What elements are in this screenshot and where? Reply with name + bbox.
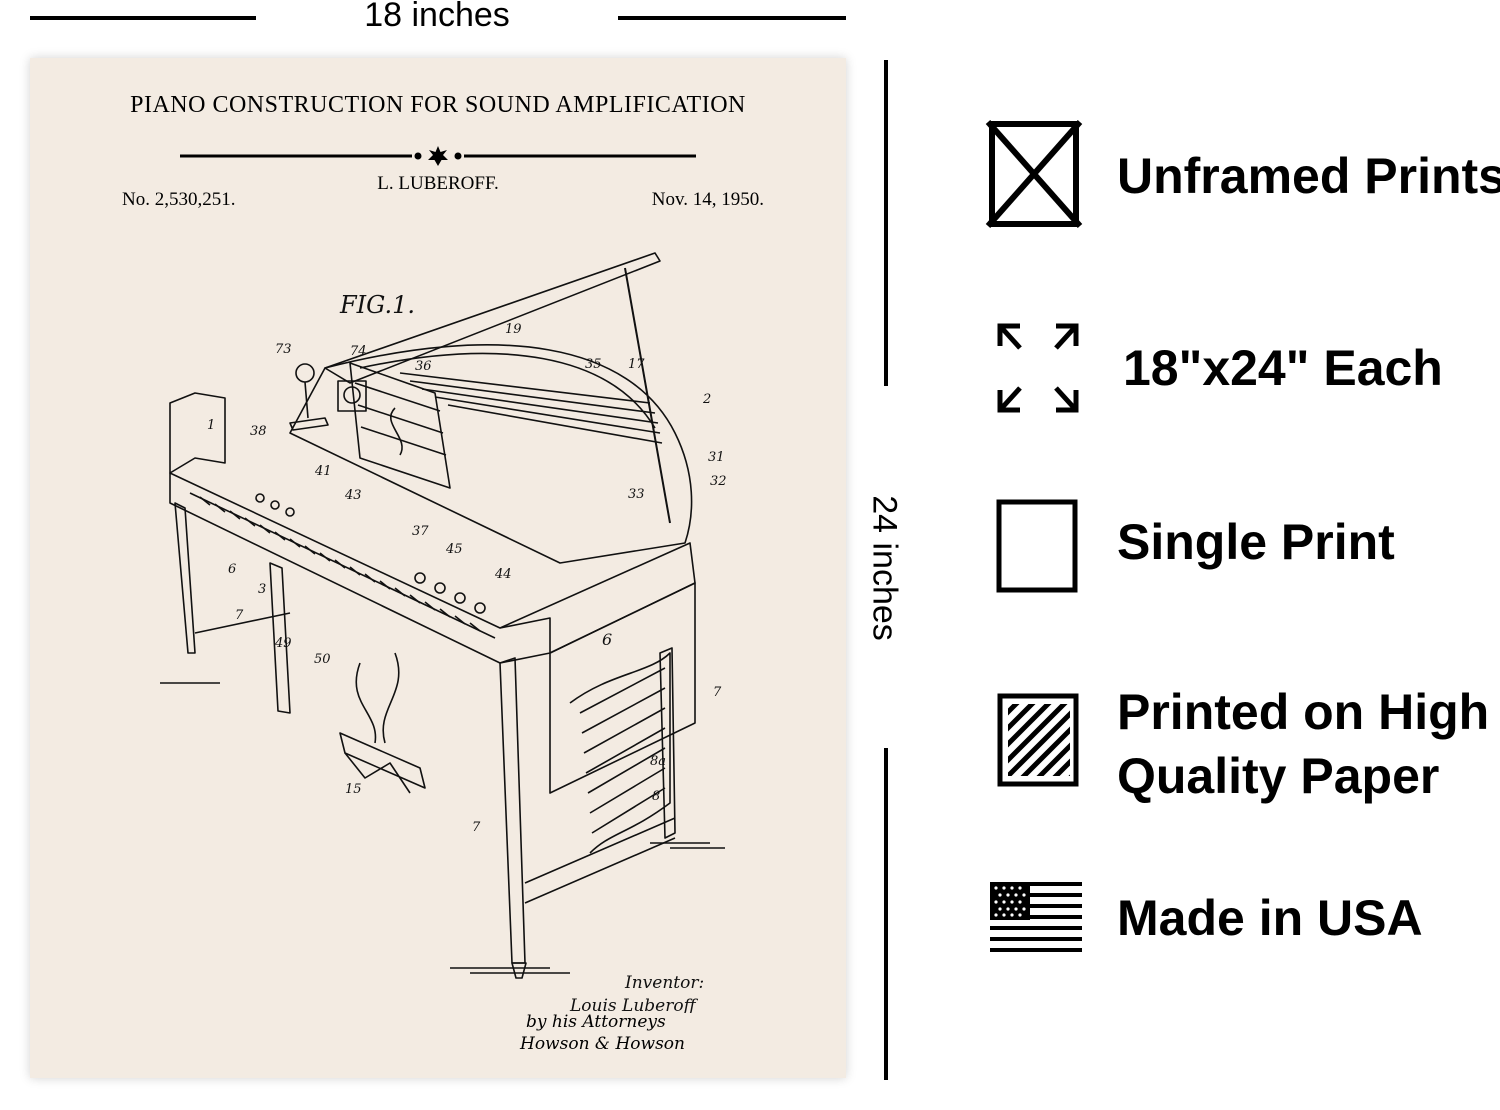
part-number: 7: [235, 608, 244, 623]
part-number: 41: [314, 464, 332, 479]
part-number: 44: [494, 567, 512, 582]
part-number: 3: [258, 582, 266, 597]
piano-patent-drawing: FIG.1. 73 74 36 19 35 17 2 1 38 41 43 37…: [160, 252, 727, 1013]
feature-paper-quality: Printed on High Quality Paper: [980, 680, 1500, 804]
part-number: 19: [505, 322, 522, 337]
part-number: 36: [415, 359, 432, 374]
single-print-icon: [996, 499, 1078, 593]
part-number: 38: [250, 424, 267, 439]
part-number: 8: [652, 789, 660, 804]
part-number: 43: [344, 488, 362, 503]
inventor-name: L. LUBEROFF.: [377, 173, 499, 194]
part-number: 74: [350, 344, 367, 359]
part-number: 45: [445, 542, 463, 557]
part-number: 7: [472, 820, 481, 835]
feature-label: Made in USA: [1117, 890, 1423, 946]
height-line-bottom: [884, 748, 888, 1080]
patent-number: No. 2,530,251.: [122, 189, 236, 210]
part-number: 35: [585, 357, 602, 372]
part-number: 6: [602, 630, 612, 649]
us-flag-icon: [990, 882, 1082, 952]
inventor-signature: Inventor: Louis Luberoff: [569, 973, 704, 1013]
part-number: 73: [275, 342, 292, 357]
poster-title: PIANO CONSTRUCTION FOR SOUND AMPLIFICATI…: [130, 92, 746, 118]
height-line-top: [884, 60, 888, 386]
width-line-right: [618, 16, 846, 20]
part-numbers: 73 74 36 19 35 17 2 1 38 41 43 37 45 31 …: [207, 322, 727, 835]
feature-label: Printed on High Quality Paper: [1117, 680, 1489, 808]
part-number: 50: [314, 652, 331, 667]
patent-date: Nov. 14, 1950.: [651, 189, 764, 210]
figure-label: FIG.1.: [339, 291, 415, 319]
feature-label: 18"x24" Each: [1123, 340, 1443, 396]
title-ornament: [180, 146, 696, 166]
part-number: 8a: [650, 754, 666, 769]
part-number: 17: [628, 357, 645, 372]
attorney-signature: by his Attorneys Howson & Howson: [520, 1011, 685, 1055]
width-dimension: 18 inches: [0, 0, 880, 40]
signature-line: by his Attorneys: [526, 1012, 666, 1032]
height-label: 24 inches: [865, 495, 904, 641]
feature-made-in-usa: Made in USA: [980, 866, 1500, 986]
feature-label-line: Quality Paper: [1117, 748, 1440, 804]
signature-line: Howson & Howson: [520, 1034, 685, 1054]
part-number: 15: [345, 782, 362, 797]
part-number: 33: [628, 487, 645, 502]
part-number: 37: [412, 524, 429, 539]
part-number: 6: [228, 562, 236, 577]
part-number: 7: [713, 685, 722, 700]
width-line-left: [30, 16, 256, 20]
feature-unframed: Unframed Prints: [980, 118, 1500, 238]
part-number: 2: [702, 392, 711, 407]
feature-single-print: Single Print: [980, 492, 1500, 612]
part-number: 31: [708, 450, 725, 465]
part-number: 1: [207, 418, 215, 433]
unframed-icon: [985, 120, 1083, 228]
feature-label: Unframed Prints: [1117, 148, 1500, 204]
hatched-paper-icon: [997, 693, 1079, 787]
expand-arrows-icon: [997, 323, 1079, 413]
part-number: 49: [274, 636, 292, 651]
patent-poster: PIANO CONSTRUCTION FOR SOUND AMPLIFICATI…: [30, 58, 846, 1078]
part-number: 32: [710, 474, 727, 489]
feature-size: 18"x24" Each: [980, 312, 1500, 432]
signature-line: Inventor:: [624, 973, 704, 993]
width-label: 18 inches: [364, 0, 510, 34]
feature-label: Single Print: [1117, 514, 1395, 570]
feature-label-line: Printed on High: [1117, 684, 1490, 740]
signature-line: Louis Luberoff: [569, 996, 699, 1013]
